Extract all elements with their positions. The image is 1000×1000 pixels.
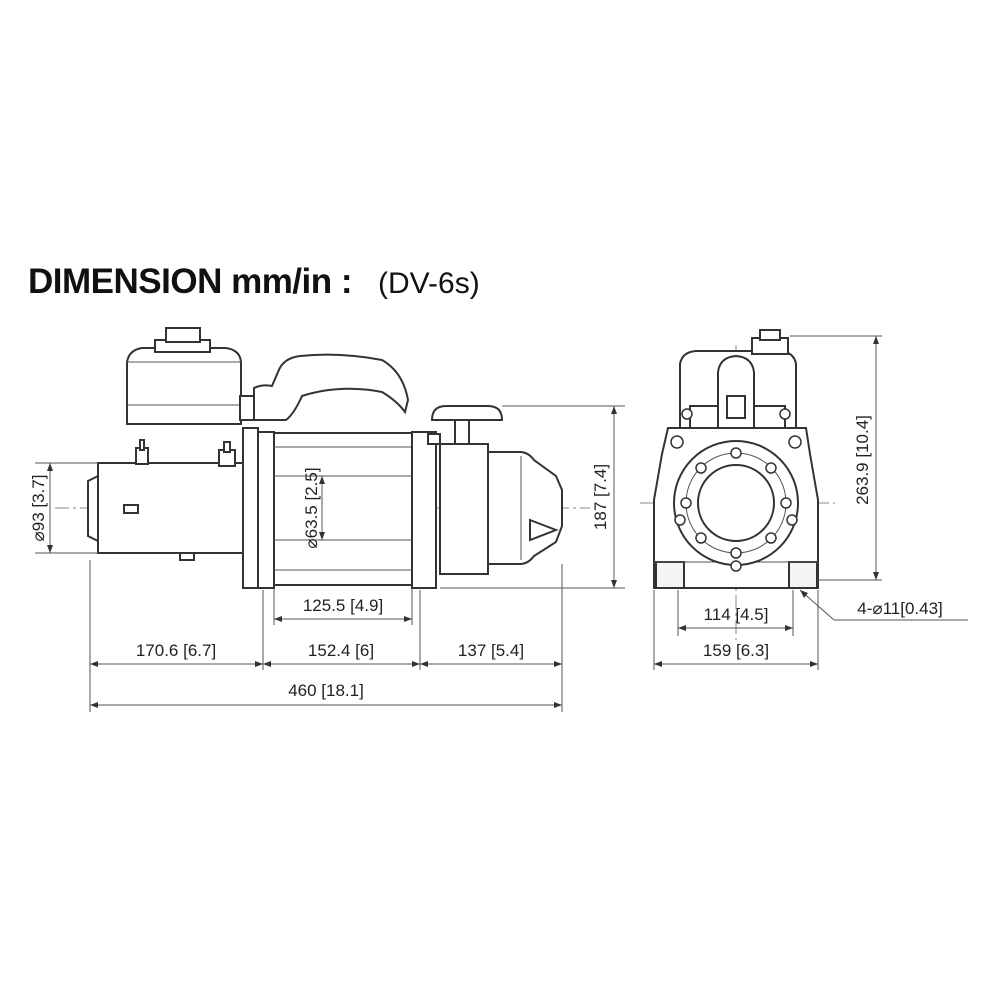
control-box (126, 327, 255, 425)
end-dimension-lines (653, 335, 968, 670)
drum-diameter-label: ⌀63.5 [2.5] (302, 467, 321, 548)
overall-length-label: 460 [18.1] (288, 681, 364, 700)
title-main: DIMENSION mm/in : (28, 262, 353, 301)
mid-length-label: 152.4 [6] (308, 641, 374, 660)
left-end-plate-inner (242, 427, 259, 589)
motor-diameter-label: ⌀93 [3.7] (29, 475, 48, 542)
side-dimension-lines (35, 405, 625, 712)
motor (87, 439, 244, 561)
mount-holes-label: 4-⌀11[0.43] (857, 599, 943, 618)
end-control-box (679, 329, 797, 431)
carrying-handle (253, 353, 410, 421)
side-view: ⌀93 [3.7] ⌀63.5 [2.5] 125.5 [4.9] 170.6 … (29, 327, 625, 712)
bolt-spacing-label: 114 [4.5] (704, 605, 769, 624)
left-end-plate (257, 431, 275, 589)
drawing-title: DIMENSION mm/in : (DV-6s) (28, 262, 480, 302)
motor-length-label: 170.6 [6.7] (136, 641, 216, 660)
overall-height-label: 263.9 [10.4] (853, 415, 872, 505)
drum-length-label: 125.5 [4.9] (303, 596, 383, 615)
end-view: 263.9 [10.4] 114 [4.5] 159 [6.3] 4-⌀11[0… (640, 329, 968, 670)
gearbox-length-label: 137 [5.4] (458, 641, 524, 660)
gearbox (430, 405, 563, 575)
base-width-label: 159 [6.3] (703, 641, 769, 660)
end-flange (673, 440, 799, 572)
drum (273, 432, 413, 586)
side-height-label: 187 [7.4] (591, 464, 610, 530)
model-name: (DV-6s) (378, 267, 480, 300)
right-end-plate (411, 431, 437, 589)
